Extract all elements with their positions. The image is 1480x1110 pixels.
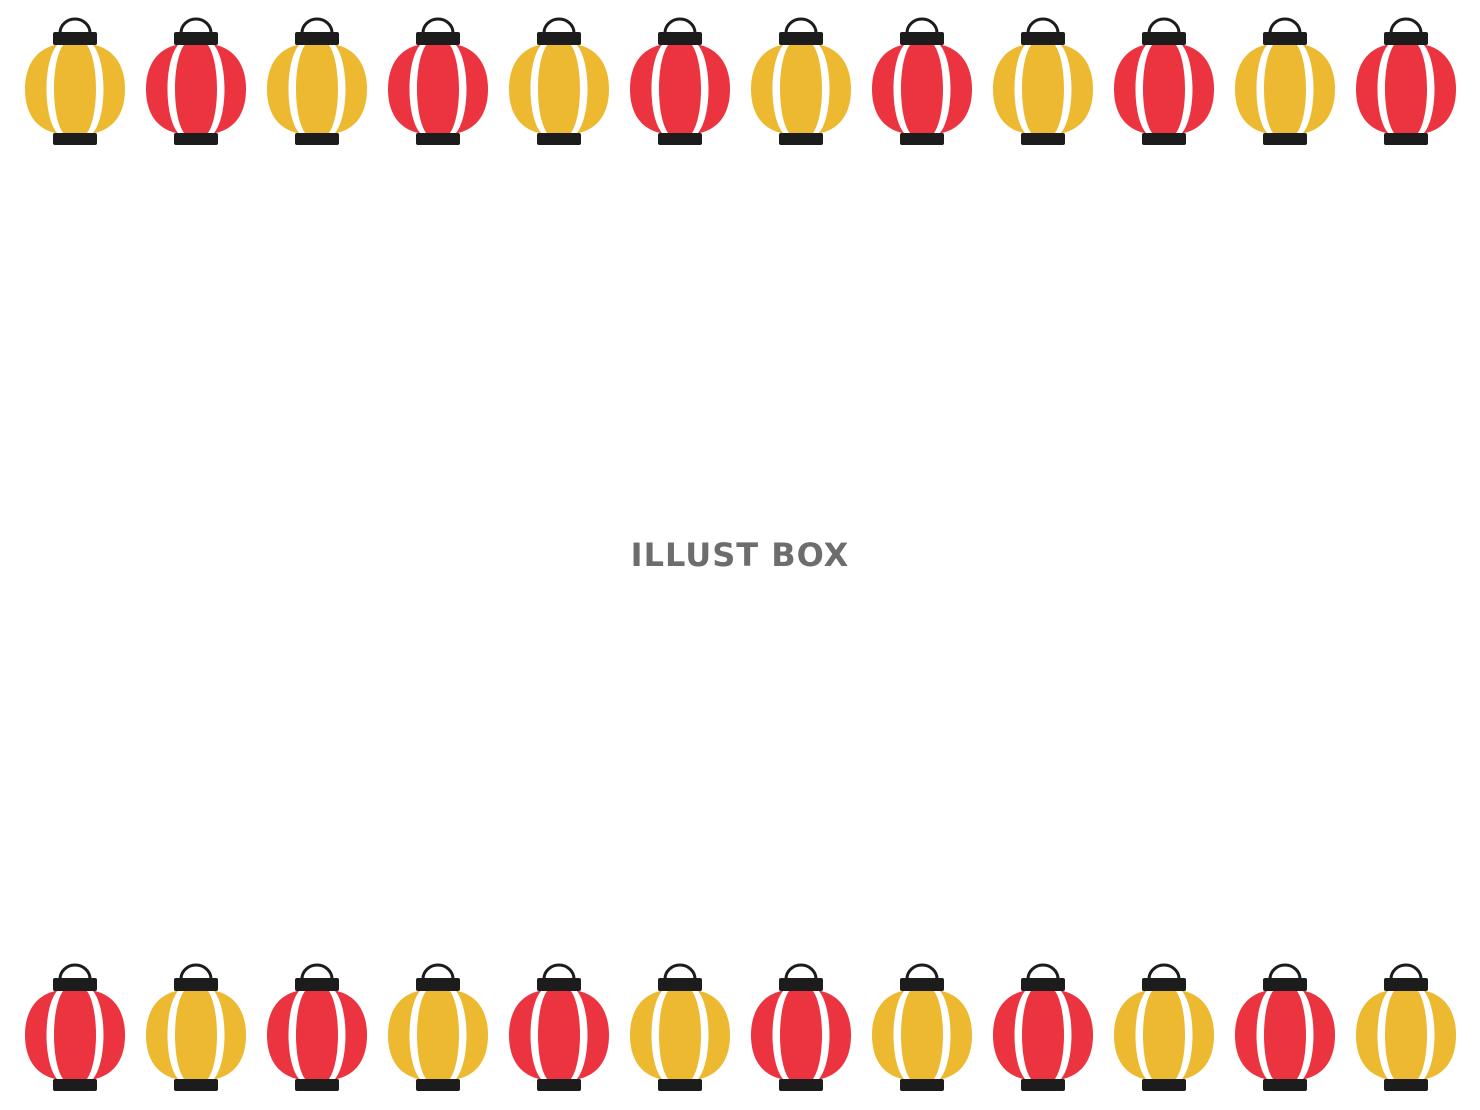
paper-lantern-icon	[1235, 963, 1335, 1093]
paper-lantern-icon	[146, 17, 246, 147]
paper-lantern-icon	[146, 963, 246, 1093]
paper-lantern-icon	[1356, 963, 1456, 1093]
paper-lantern-icon	[872, 17, 972, 147]
paper-lantern-icon	[630, 17, 730, 147]
paper-lantern-icon	[509, 963, 609, 1093]
top-lantern-row	[0, 17, 1480, 147]
paper-lantern-icon	[872, 963, 972, 1093]
paper-lantern-icon	[993, 963, 1093, 1093]
paper-lantern-icon	[751, 963, 851, 1093]
paper-lantern-icon	[751, 17, 851, 147]
bottom-lantern-row	[0, 963, 1480, 1093]
paper-lantern-icon	[1356, 17, 1456, 147]
paper-lantern-icon	[388, 963, 488, 1093]
paper-lantern-icon	[993, 17, 1093, 147]
paper-lantern-icon	[1114, 963, 1214, 1093]
paper-lantern-icon	[25, 17, 125, 147]
paper-lantern-icon	[630, 963, 730, 1093]
illust-box-watermark: ILLUST BOX	[630, 536, 850, 574]
paper-lantern-icon	[509, 17, 609, 147]
paper-lantern-icon	[267, 17, 367, 147]
paper-lantern-icon	[388, 17, 488, 147]
paper-lantern-icon	[25, 963, 125, 1093]
paper-lantern-icon	[1235, 17, 1335, 147]
paper-lantern-icon	[1114, 17, 1214, 147]
paper-lantern-icon	[267, 963, 367, 1093]
